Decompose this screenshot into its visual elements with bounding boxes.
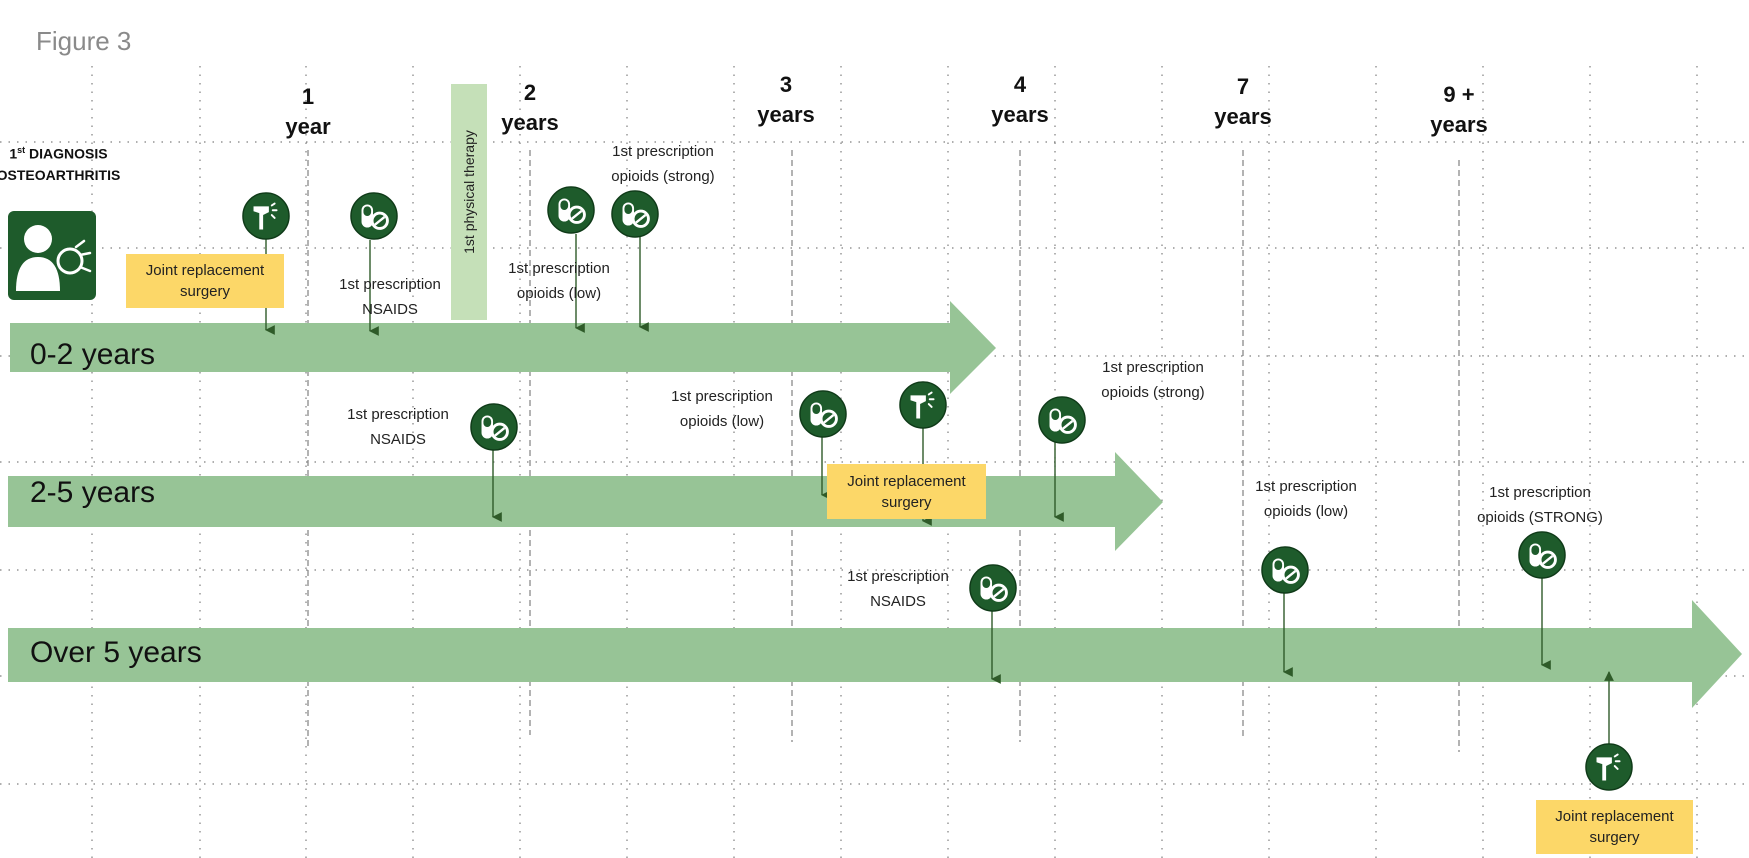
knee-joint-icon [899,381,947,429]
figure-title: Figure 3 [36,26,132,56]
pill-icon [470,403,518,451]
pill-icon [547,186,595,234]
arrow-label-over-5: Over 5 years [30,636,202,669]
arrow-0-2-years [10,301,996,394]
knee-joint-icon [1585,743,1633,791]
patient-pain-icon [8,211,96,300]
pill-icon [1261,546,1309,594]
physical-therapy-label: 1st physical therapy [461,130,477,254]
arrow-2-5-years [8,452,1163,551]
year-label-9-plus: 9 +years [1430,82,1488,137]
pill-icon [1518,531,1566,579]
arrow-label-2-5: 2-5 years [30,476,156,509]
pill-icon [350,192,398,240]
pill-icon [1038,396,1086,444]
physical-therapy-bar [451,84,487,320]
knee-joint-icon [242,192,290,240]
diagnosis-label: 1st DIAGNOSIS OSTEOARTHRITIS [0,145,121,183]
pill-icon [969,564,1017,612]
arrow-label-0-2: 0-2 years [30,338,156,371]
arrow-over-5-years [8,600,1742,708]
pill-icon [799,390,847,438]
pill-icon [611,190,659,238]
